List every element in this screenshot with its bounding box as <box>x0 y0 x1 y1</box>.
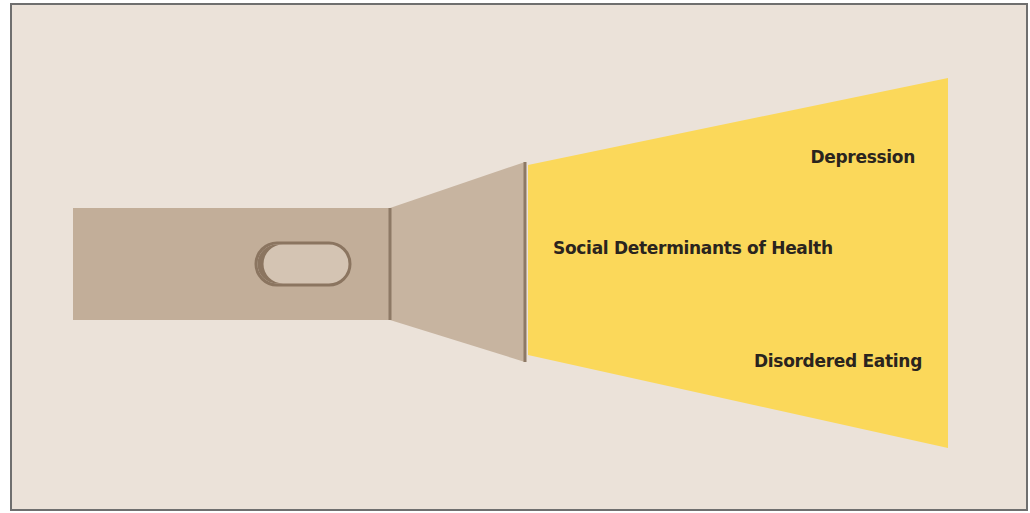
light-beam: DepressionSocial Determinants of HealthD… <box>528 78 948 448</box>
beam-fill <box>528 78 948 448</box>
flashlight-body <box>73 208 391 320</box>
switch-shade <box>258 245 284 284</box>
lens-rim <box>524 162 527 362</box>
beam-label: Depression <box>810 146 915 168</box>
beam-label: Disordered Eating <box>754 350 922 372</box>
flashlight-head <box>390 162 525 362</box>
switch-outline <box>256 243 350 285</box>
panel-frame <box>11 4 1027 510</box>
head-seam <box>389 208 392 320</box>
beam-shape <box>528 78 948 448</box>
beam-label: Social Determinants of Health <box>553 237 833 259</box>
